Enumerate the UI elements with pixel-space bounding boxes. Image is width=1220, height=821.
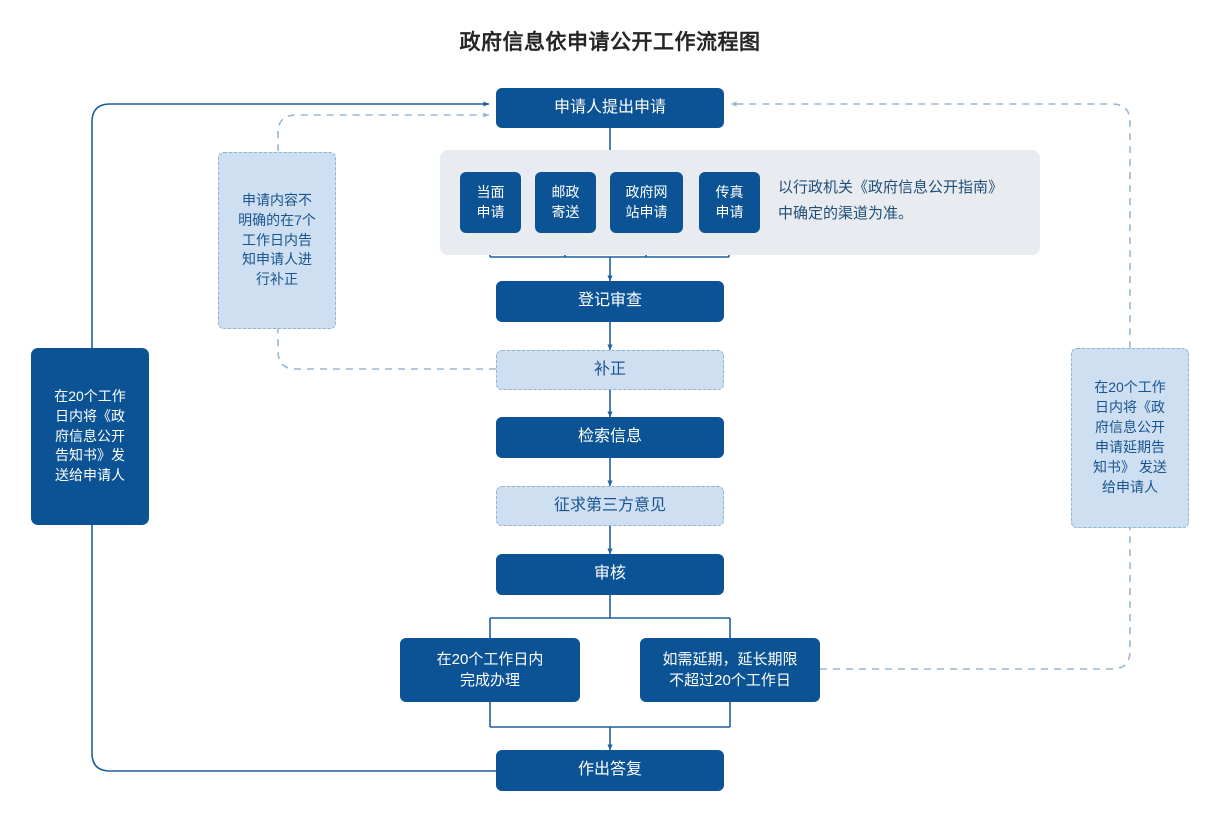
node-examination[interactable]: 审核 — [496, 554, 724, 595]
node-registration-review[interactable]: 登记审查 — [496, 281, 724, 322]
node-correction[interactable]: 补正 — [496, 350, 724, 390]
node-third-party-opinion[interactable]: 征求第三方意见 — [496, 486, 724, 526]
node-channel-in-person[interactable]: 当面 申请 — [460, 172, 521, 233]
note-extension-notice-20-days[interactable]: 在20个工作 日内将《政 府信息公开 申请延期告 知书》 发送 给申请人 — [1071, 348, 1189, 528]
note-correction-7-working-days[interactable]: 申请内容不 明确的在7个 工作日内告 知申请人进 行补正 — [218, 152, 336, 329]
channels-note: 以行政机关《政府信息公开指南》 中确定的渠道为准。 — [778, 179, 1004, 222]
node-channel-gov-website[interactable]: 政府网 站申请 — [610, 172, 683, 233]
node-channel-postal[interactable]: 邮政 寄送 — [535, 172, 596, 233]
node-extension-allowed[interactable]: 如需延期，延长期限 不超过20个工作日 — [640, 638, 820, 702]
node-make-reply[interactable]: 作出答复 — [496, 750, 724, 791]
node-channel-fax[interactable]: 传真 申请 — [699, 172, 760, 233]
node-applicant-submits[interactable]: 申请人提出申请 — [496, 88, 724, 128]
page-title: 政府信息依申请公开工作流程图 — [459, 31, 761, 54]
node-information-retrieval[interactable]: 检索信息 — [496, 417, 724, 458]
note-disclosure-notice-20-days[interactable]: 在20个工作 日内将《政 府信息公开 告知书》发 送给申请人 — [31, 348, 149, 525]
node-complete-within-20-days[interactable]: 在20个工作日内 完成办理 — [400, 638, 580, 702]
